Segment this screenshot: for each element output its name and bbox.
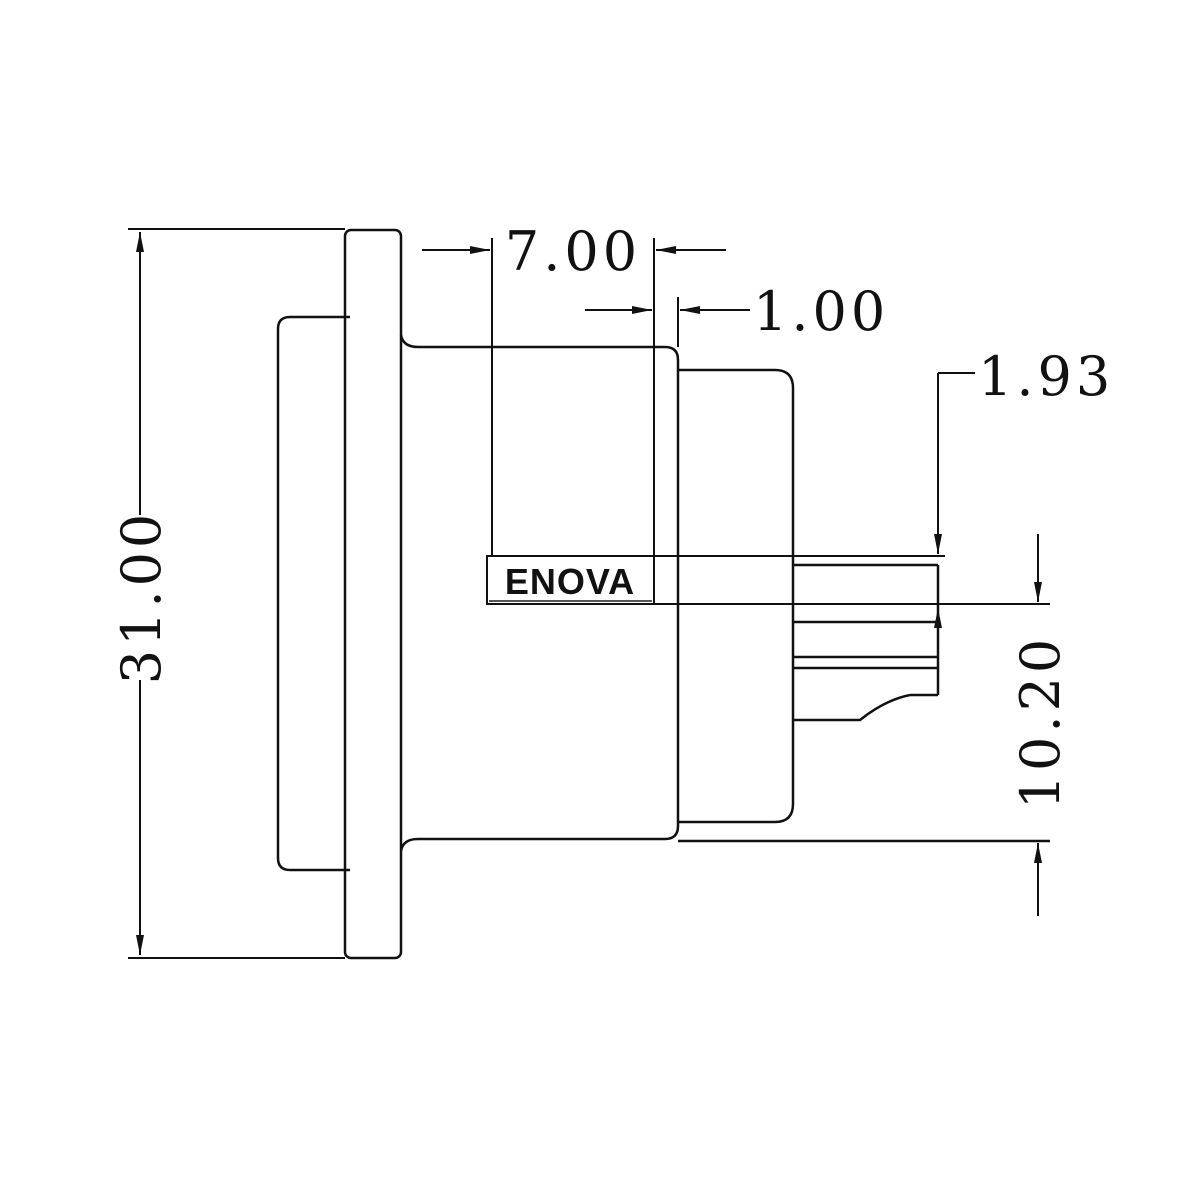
dimension-step-gap	[585, 297, 750, 347]
contact-pin	[793, 563, 940, 722]
dimension-pin-thickness	[487, 372, 975, 557]
dimension-overall-height	[128, 228, 345, 959]
dimension-body-length	[422, 238, 726, 600]
main-body	[399, 334, 680, 852]
dimension-label-overall-height: 31.00	[110, 510, 173, 685]
rear-body	[276, 315, 350, 872]
enova-logo: ENOVA	[486, 555, 655, 605]
flange	[343, 228, 403, 960]
dimension-label-step-gap: 1.00	[753, 280, 889, 343]
logo-text: ENOVA	[505, 561, 635, 602]
front-body	[678, 368, 795, 824]
dimension-label-pin-height: 10.20	[1009, 635, 1072, 810]
dimension-label-body-length: 7.00	[505, 220, 641, 283]
connector-outline	[276, 228, 1050, 960]
dimension-label-pin-thickness: 1.93	[978, 345, 1114, 408]
